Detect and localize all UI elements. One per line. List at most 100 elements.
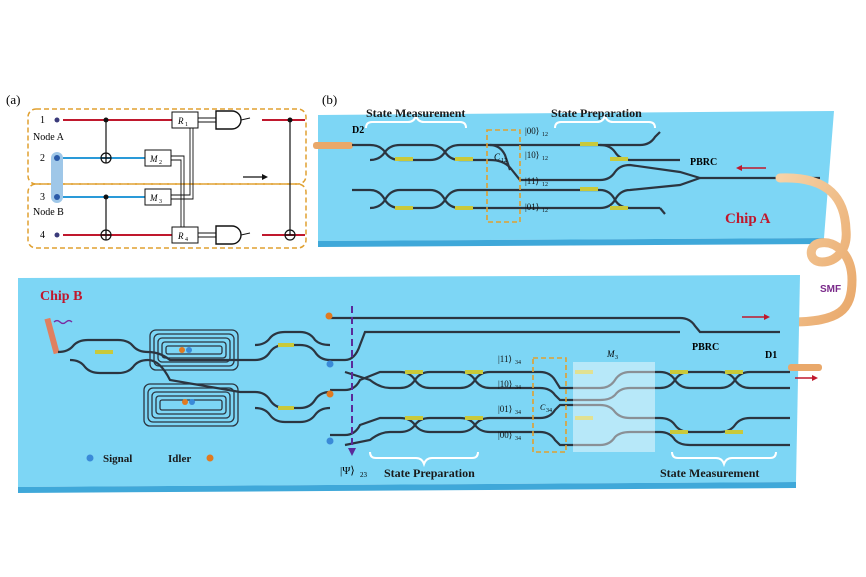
box-r1 <box>171 111 199 129</box>
node-a-label: Node A <box>33 132 65 143</box>
footer-state-measurement: State Measurement <box>660 466 759 480</box>
svg-text:R: R <box>177 231 184 241</box>
spiral-delay-top <box>149 329 239 371</box>
svg-text:1: 1 <box>185 122 188 128</box>
qubit-dot-2 <box>54 155 60 161</box>
node-b-label: Node B <box>33 207 64 218</box>
photon-idler-1 <box>325 312 333 320</box>
svg-text:12: 12 <box>542 182 548 188</box>
brace-measurement <box>365 112 467 129</box>
chip-b-label: Chip B <box>40 289 82 304</box>
pbrc-b: PBRC <box>692 342 719 353</box>
psi-label: |Ψ⟩ <box>340 465 355 477</box>
smf-label: SMF <box>820 284 841 295</box>
photon-signal-spiral-1 <box>186 347 192 353</box>
coupler-box-c34 <box>532 357 567 453</box>
state-11-b: |11⟩ <box>498 354 512 364</box>
box-r4 <box>171 226 199 244</box>
gate-bottom <box>215 225 242 245</box>
legend-idler-icon <box>206 454 214 462</box>
pbrc-a: PBRC <box>690 157 717 168</box>
legend-signal: Signal <box>103 453 132 465</box>
line-4-label: 4 <box>40 230 45 241</box>
svg-text:12: 12 <box>501 158 507 164</box>
panel-a: (a) Node A Node B 1 2 3 4 <box>6 92 307 249</box>
svg-text:C: C <box>540 403 546 412</box>
photon-idler-spiral-1 <box>179 347 185 353</box>
svg-text:34: 34 <box>515 360 521 366</box>
svg-text:M: M <box>149 193 158 203</box>
legend-idler: Idler <box>168 453 191 465</box>
chip-a-label: Chip A <box>725 211 771 227</box>
legend-signal-icon <box>86 454 94 462</box>
svg-text:3: 3 <box>159 199 162 205</box>
svg-text:R: R <box>177 116 184 126</box>
cnot-control-1 <box>103 117 109 123</box>
photon-idler-spiral-2 <box>182 399 188 405</box>
fiber-stub-b <box>788 364 822 371</box>
line-2-label: 2 <box>40 153 45 164</box>
chip-b-waveguides <box>57 316 790 447</box>
state-01-b: |01⟩ <box>498 404 512 414</box>
header-state-measurement: State Measurement <box>366 106 465 120</box>
panel-b-label: (b) <box>322 92 337 107</box>
svg-text:4: 4 <box>185 237 188 243</box>
panel-b: (b) D2 <box>313 92 834 247</box>
photon-signal-spiral-2 <box>189 399 195 405</box>
svg-text:34: 34 <box>515 436 521 442</box>
chip-a <box>318 111 834 241</box>
chip-b <box>18 275 800 487</box>
brace-measurement-b <box>671 451 777 468</box>
brace-preparation <box>554 112 656 129</box>
svg-text:12: 12 <box>542 156 548 162</box>
svg-text:C: C <box>494 152 501 162</box>
qubit-dot-4 <box>54 232 60 238</box>
state-11-a: |11⟩ <box>525 176 539 186</box>
node-b-box <box>27 183 307 249</box>
state-00-a: |00⟩ <box>525 126 539 136</box>
state-10-a: |10⟩ <box>525 150 539 160</box>
photon-signal-2 <box>326 437 334 445</box>
svg-text:M: M <box>606 349 615 359</box>
photon-idler-2 <box>326 390 334 398</box>
svg-text:12: 12 <box>542 132 548 138</box>
qubit-dot-3 <box>54 194 60 200</box>
photon-signal-1 <box>326 360 334 368</box>
line-1-label: 1 <box>40 115 45 126</box>
entangled-pair-marker <box>51 152 63 203</box>
box-m3 <box>144 188 172 206</box>
brace-preparation-b <box>369 451 479 468</box>
cnot-control-3 <box>103 194 109 200</box>
line-3-label: 3 <box>40 192 45 203</box>
chip-b-panel: Chip B <box>18 275 822 493</box>
fiber-stub-a <box>313 142 353 149</box>
measure-box-m3 <box>573 362 655 452</box>
detector-d2: D2 <box>352 125 364 136</box>
classical-wires <box>171 117 216 238</box>
svg-text:2: 2 <box>159 160 162 166</box>
svg-text:34: 34 <box>515 410 521 416</box>
svg-text:12: 12 <box>542 208 548 214</box>
state-00-b: |00⟩ <box>498 430 512 440</box>
svg-text:34: 34 <box>546 408 552 414</box>
chip-a-heaters <box>395 142 628 210</box>
smf-fiber: SMF <box>775 173 857 327</box>
panel-a-label: (a) <box>6 92 20 107</box>
svg-text:M: M <box>149 154 158 164</box>
pump-grating <box>44 317 60 355</box>
svg-text:34: 34 <box>515 385 521 391</box>
final-control <box>287 117 293 123</box>
svg-text:23: 23 <box>360 471 368 479</box>
svg-text:3: 3 <box>615 355 618 361</box>
qubit-dot-1 <box>54 117 60 123</box>
state-10-b: |10⟩ <box>498 379 512 389</box>
detector-d1: D1 <box>765 350 777 361</box>
header-state-preparation: State Preparation <box>551 106 642 120</box>
coupler-box-c12 <box>486 129 521 223</box>
state-01-a: |01⟩ <box>525 202 539 212</box>
gate-top <box>215 110 242 130</box>
pump-wave <box>53 319 73 325</box>
chip-b-heaters <box>95 343 743 434</box>
footer-state-preparation: State Preparation <box>384 466 475 480</box>
